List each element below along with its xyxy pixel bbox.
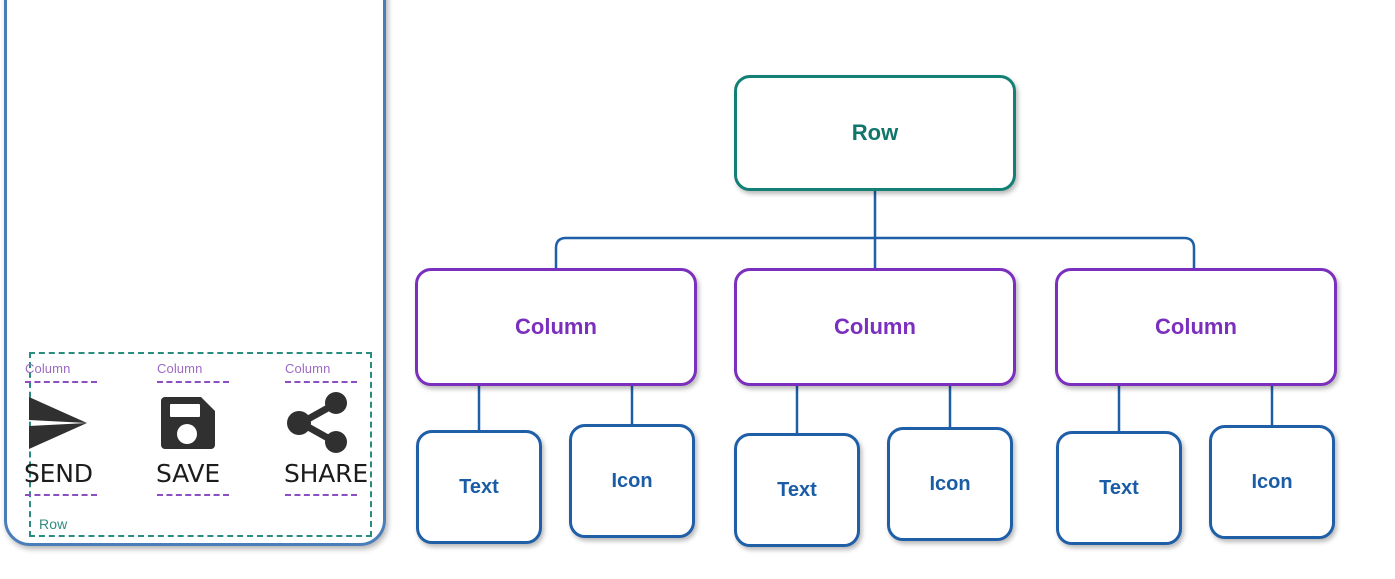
send-icon[interactable] xyxy=(25,391,97,455)
device-column-caption: SAVE xyxy=(156,459,220,488)
device-column-share[interactable]: Column SHARE xyxy=(281,361,373,498)
tree-node-column-2[interactable]: Column xyxy=(734,268,1016,386)
share-icon[interactable] xyxy=(285,391,357,455)
device-column-dashed-outline xyxy=(157,381,229,496)
tree-node-column-1[interactable]: Column xyxy=(415,268,697,386)
device-column-save[interactable]: Column SAVE xyxy=(153,361,245,498)
tree-node-row[interactable]: Row xyxy=(734,75,1016,191)
device-column-label: Column xyxy=(25,361,71,376)
tree-node-column-3[interactable]: Column xyxy=(1055,268,1337,386)
device-row-label: Row xyxy=(39,516,68,532)
tree-node-icon-1[interactable]: Icon xyxy=(569,424,695,538)
device-column-label: Column xyxy=(285,361,331,376)
tree-node-icon-3[interactable]: Icon xyxy=(1209,425,1335,539)
device-column-dashed-outline xyxy=(285,381,357,496)
tree-node-icon-2[interactable]: Icon xyxy=(887,427,1013,541)
device-column-label: Column xyxy=(157,361,203,376)
device-column-send[interactable]: Column SEND xyxy=(21,361,113,498)
device-column-caption: SHARE xyxy=(284,459,368,488)
device-column-caption: SEND xyxy=(24,459,93,488)
save-icon[interactable] xyxy=(157,391,229,455)
tree-node-text-2[interactable]: Text xyxy=(734,433,860,547)
device-column-dashed-outline xyxy=(25,381,97,496)
mobile-device-frame: Row Column SEND Column xyxy=(4,0,386,546)
tree-node-text-3[interactable]: Text xyxy=(1056,431,1182,545)
tree-node-text-1[interactable]: Text xyxy=(416,430,542,544)
